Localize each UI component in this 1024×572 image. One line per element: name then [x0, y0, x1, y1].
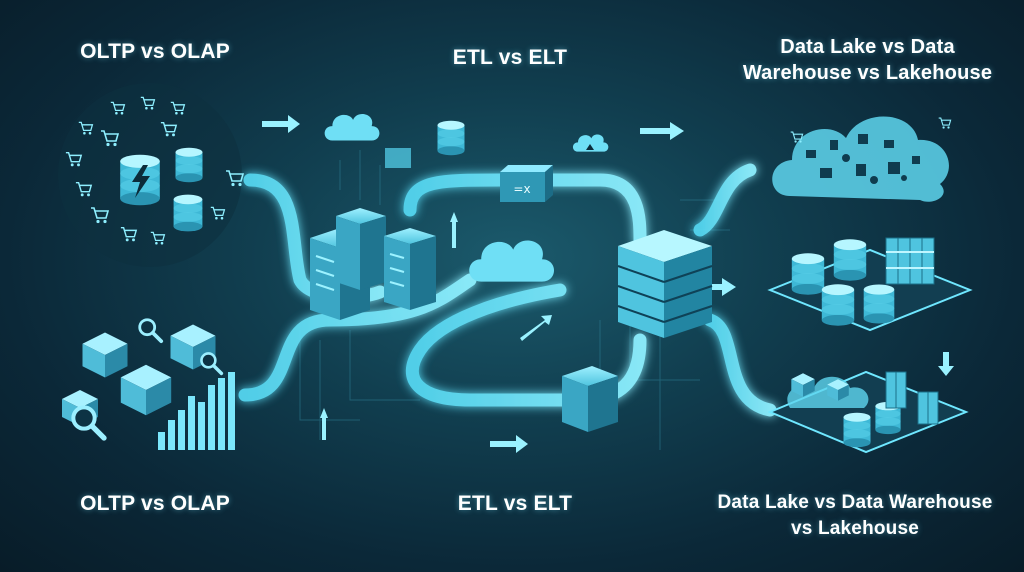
- lakehouse-platform: [767, 370, 969, 454]
- label-lake-warehouse-top-line1: Data Lake vs Data: [780, 36, 955, 58]
- label-oltp-vs-olap-bottom: OLTP vs OLAP: [80, 492, 230, 515]
- label-etl-vs-elt-top: ETL vs ELT: [452, 46, 568, 69]
- etl-top-group: =x: [324, 114, 609, 202]
- label-lake-warehouse-bottom-line1: Data Lake vs Data Warehouse: [717, 492, 993, 513]
- cloud-icon: [324, 114, 380, 141]
- arrow-icon: [262, 115, 954, 453]
- svg-text:=x: =x: [513, 182, 530, 196]
- label-lake-warehouse-bottom-line2: vs Lakehouse: [790, 518, 920, 539]
- label-lake-warehouse-top: Data Lake vs Data Warehouse vs Lakehouse: [735, 34, 1000, 86]
- central-cloud-icon: [469, 240, 554, 282]
- server-rack-icon: [310, 208, 436, 320]
- bar-chart-icon: [158, 372, 235, 450]
- label-lake-warehouse-bottom: Data Lake vs Data Warehouse vs Lakehouse: [705, 490, 1005, 542]
- lightning-icon: [132, 165, 150, 198]
- label-lake-warehouse-top-line2: Warehouse vs Lakehouse: [742, 62, 993, 84]
- transform-box: =x: [500, 165, 553, 202]
- label-etl-vs-elt-bottom: ETL vs ELT: [457, 492, 573, 515]
- label-oltp-vs-olap-top: OLTP vs OLAP: [80, 40, 230, 63]
- oltp-transactions-cluster: [58, 83, 244, 267]
- bottom-storage-box: [562, 366, 618, 432]
- data-lake-cloud: [772, 116, 952, 202]
- central-server-stack: [617, 230, 713, 338]
- data-warehouse-platform: [767, 237, 973, 332]
- cube-icon: [82, 332, 128, 378]
- magnifier-icon: [137, 317, 164, 344]
- olap-cubes-cluster: [62, 317, 235, 450]
